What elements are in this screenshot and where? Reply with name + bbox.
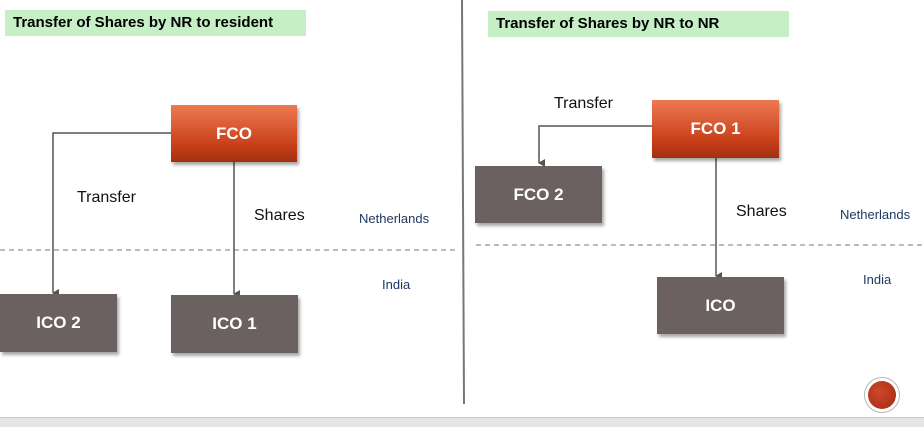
- bottom-scrollbar[interactable]: [0, 417, 924, 427]
- node-fco1: FCO 1: [652, 100, 779, 158]
- panel-divider: [461, 0, 465, 405]
- right-panel-title: Transfer of Shares by NR to NR: [488, 11, 789, 37]
- edge-fco1-to-fco2: [538, 125, 652, 167]
- left-region-netherlands: Netherlands: [359, 211, 430, 226]
- edge-fco-to-ico2: [52, 132, 172, 297]
- left-shares-label: Shares: [254, 207, 305, 224]
- left-region-india: India: [382, 277, 411, 292]
- right-transfer-label: Transfer: [554, 95, 613, 112]
- right-region-netherlands: Netherlands: [840, 207, 911, 222]
- node-fco2: FCO 2: [475, 166, 602, 223]
- node-ico: ICO: [657, 277, 784, 334]
- node-fco: FCO: [171, 105, 297, 162]
- right-region-india: India: [863, 272, 892, 287]
- left-transfer-label: Transfer: [77, 189, 136, 206]
- next-slide-icon[interactable]: [864, 377, 900, 413]
- left-panel-title: Transfer of Shares by NR to resident: [5, 10, 306, 36]
- node-ico2: ICO 2: [0, 294, 117, 352]
- right-shares-label: Shares: [736, 203, 787, 220]
- node-ico1: ICO 1: [171, 295, 298, 353]
